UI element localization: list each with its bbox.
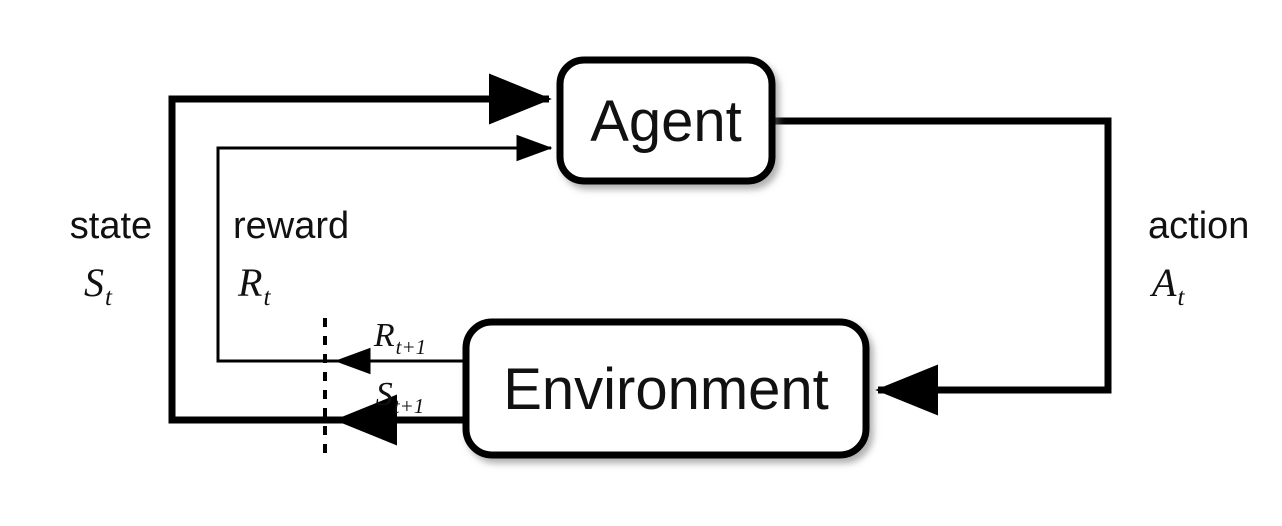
reward-next-symbol-base: R — [373, 317, 395, 354]
reward-next-symbol-subscript: t+1 — [396, 335, 427, 359]
edge-state-feedback — [168, 73, 552, 424]
label-state-next: St+1 — [376, 376, 425, 418]
edge-action — [772, 117, 1112, 416]
label-reward-next: Rt+1 — [373, 317, 426, 359]
reward-label-text: reward — [233, 205, 349, 247]
state-symbol: St — [84, 260, 113, 311]
action-symbol: At — [1149, 260, 1185, 311]
label-action: action At — [1148, 205, 1249, 311]
action-symbol-subscript: t — [1177, 284, 1185, 311]
reward-next-symbol: Rt+1 — [373, 317, 426, 359]
state-next-symbol-subscript: t+1 — [394, 394, 425, 418]
edge-group-action — [772, 117, 1112, 416]
reward-symbol-subscript: t — [263, 284, 271, 311]
action-symbol-base: A — [1149, 260, 1177, 305]
reward-symbol-base: R — [237, 260, 262, 305]
label-reward: reward Rt — [233, 205, 349, 311]
state-label-text: state — [70, 205, 152, 247]
reward-symbol: Rt — [237, 260, 271, 311]
agent-label: Agent — [590, 89, 742, 154]
agent-box[interactable] — [556, 56, 776, 185]
environment-label: Environment — [503, 357, 829, 422]
state-symbol-subscript: t — [105, 284, 113, 311]
environment-box[interactable] — [462, 318, 870, 459]
label-state: state St — [70, 205, 152, 311]
state-next-symbol: St+1 — [376, 376, 425, 418]
node-environment[interactable]: Environment — [462, 318, 870, 459]
edge-group-next-step — [334, 347, 466, 446]
state-next-symbol-base: S — [376, 376, 393, 413]
node-agent[interactable]: Agent — [556, 56, 776, 185]
state-symbol-base: S — [84, 260, 104, 305]
action-label-text: action — [1148, 205, 1249, 247]
